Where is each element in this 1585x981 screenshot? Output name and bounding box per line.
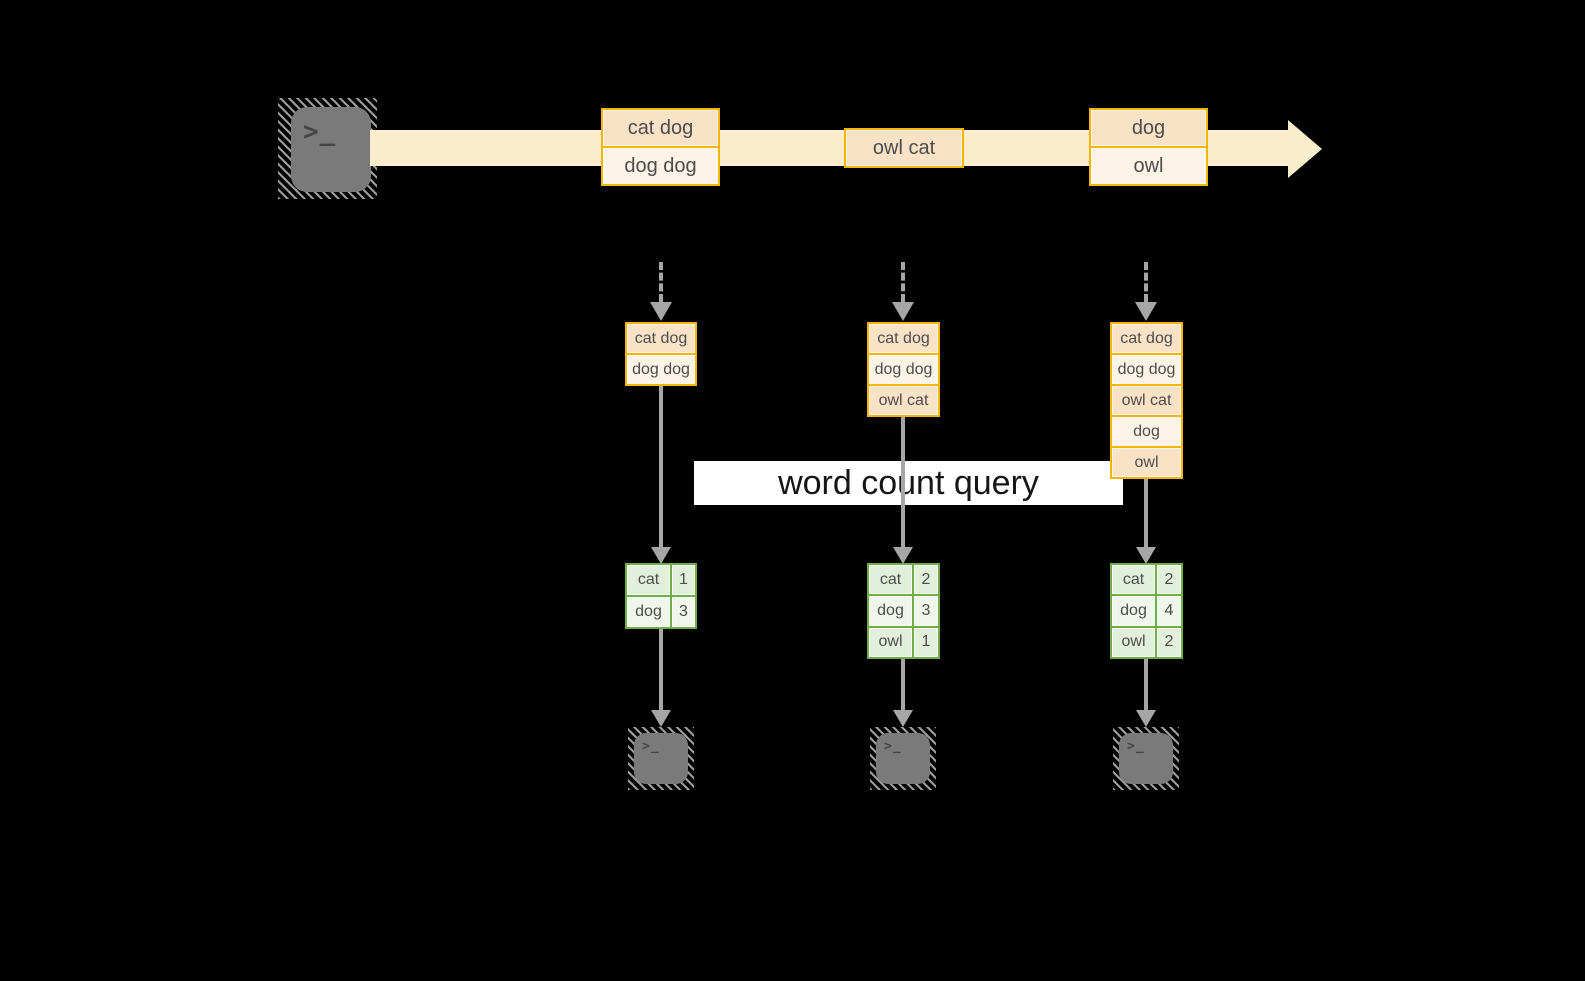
count-cell: 4	[1157, 596, 1181, 626]
count-cell: 3	[914, 596, 938, 626]
batch-row: owl	[1091, 148, 1206, 184]
process-arrow-line	[1144, 478, 1148, 547]
count-cell: 2	[914, 565, 938, 595]
output-arrow-line	[659, 625, 663, 710]
word-count-table-3: cat 2 dog 4 owl 2	[1110, 563, 1183, 659]
process-arrowhead-icon	[651, 547, 671, 564]
output-arrowhead-icon	[893, 710, 913, 727]
process-arrowhead-icon	[893, 547, 913, 564]
word-cell: cat	[627, 565, 670, 595]
log-row: owl cat	[869, 386, 938, 415]
word-count-table-1: cat 1 dog 3	[625, 563, 697, 629]
log-row: cat dog	[627, 324, 695, 353]
trigger-arrow-line	[1144, 262, 1148, 302]
count-cell: 3	[672, 597, 695, 627]
process-arrow-line	[659, 386, 663, 547]
process-arrowhead-icon	[1136, 547, 1156, 564]
word-cell: dog	[869, 596, 912, 626]
log-row: dog dog	[1112, 355, 1181, 384]
log-row: owl	[1112, 448, 1181, 477]
output-arrowhead-icon	[651, 710, 671, 727]
sink-terminal-icon: >_	[876, 733, 930, 784]
sink-terminal-icon: >_	[634, 733, 688, 784]
batch-row: cat dog	[603, 110, 718, 146]
log-row: cat dog	[1112, 324, 1181, 353]
batch-log-stack-2: cat dog dog dog owl cat	[867, 322, 940, 417]
batch-row: owl cat	[846, 130, 962, 166]
word-cell: dog	[627, 597, 670, 627]
word-count-table-2: cat 2 dog 3 owl 1	[867, 563, 940, 659]
word-cell: owl	[1112, 627, 1155, 657]
count-cell: 1	[672, 565, 695, 595]
trigger-arrowhead-icon	[892, 302, 914, 321]
batch-row: dog dog	[603, 148, 718, 184]
batch-log-stack-3: cat dog dog dog owl cat dog owl	[1110, 322, 1183, 479]
trigger-arrowhead-icon	[1135, 302, 1157, 321]
log-row: owl cat	[1112, 386, 1181, 415]
output-arrowhead-icon	[1136, 710, 1156, 727]
batch-row: dog	[1091, 110, 1206, 146]
log-row: dog dog	[869, 355, 938, 384]
terminal-prompt-glyph: >_	[1127, 739, 1145, 754]
sink-terminal-icon: >_	[1119, 733, 1173, 784]
terminal-prompt-glyph: >_	[303, 117, 337, 147]
word-cell: cat	[1112, 565, 1155, 595]
stream-batch-2: owl cat	[844, 128, 964, 168]
stream-batch-3: dog owl	[1089, 108, 1208, 186]
count-cell: 2	[1157, 565, 1181, 595]
trigger-arrowhead-icon	[650, 302, 672, 321]
query-label-band: word count query	[694, 461, 1123, 505]
process-arrow-line	[901, 416, 905, 547]
output-arrow-line	[1144, 655, 1148, 710]
count-cell: 1	[914, 627, 938, 657]
log-row: cat dog	[869, 324, 938, 353]
word-cell: cat	[869, 565, 912, 595]
stream-arrowhead-icon	[1288, 120, 1322, 178]
output-arrow-line	[901, 655, 905, 710]
word-cell: owl	[869, 627, 912, 657]
terminal-prompt-glyph: >_	[642, 739, 660, 754]
batch-log-stack-1: cat dog dog dog	[625, 322, 697, 386]
query-label: word count query	[778, 463, 1039, 502]
trigger-arrow-line	[659, 262, 663, 302]
log-row: dog	[1112, 417, 1181, 446]
terminal-prompt-glyph: >_	[884, 739, 902, 754]
trigger-arrow-line	[901, 262, 905, 302]
word-cell: dog	[1112, 596, 1155, 626]
log-row: dog dog	[627, 355, 695, 384]
source-terminal-icon: >_	[291, 107, 371, 192]
count-cell: 2	[1157, 627, 1181, 657]
stream-batch-1: cat dog dog dog	[601, 108, 720, 186]
